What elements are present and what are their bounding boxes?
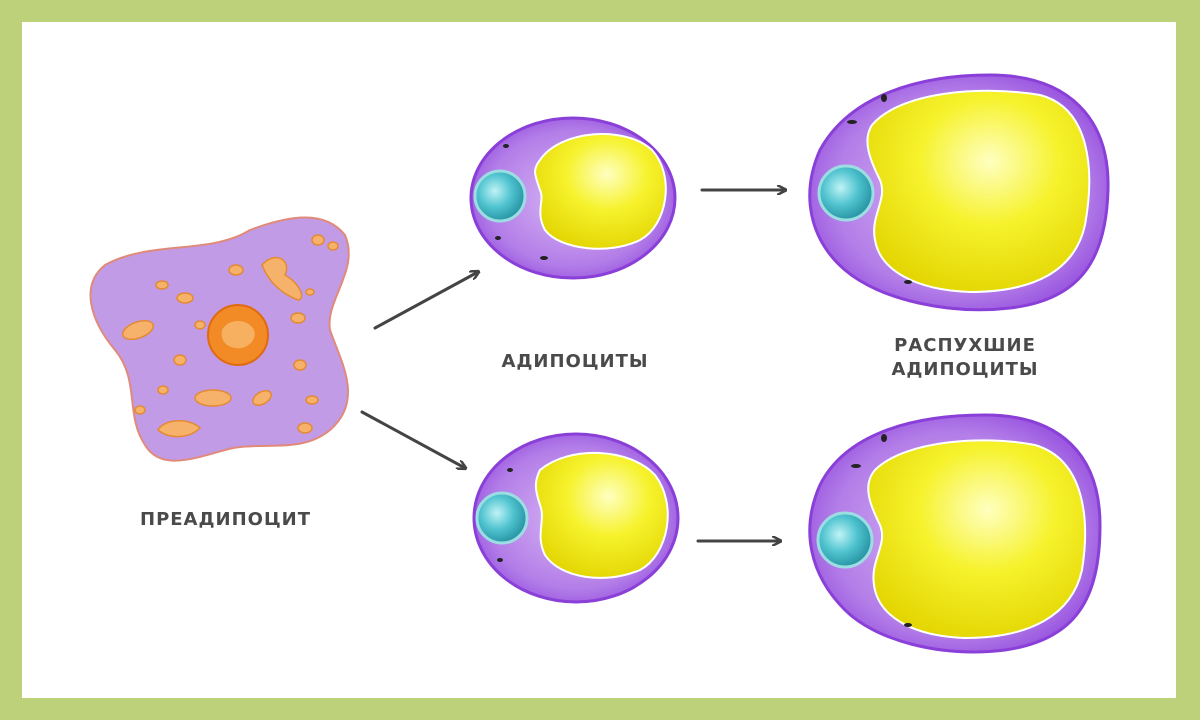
- organelles: [121, 234, 339, 438]
- nucleolus: [221, 321, 255, 349]
- swollen-adipocyte-top: [808, 73, 1110, 312]
- nucleus: [473, 169, 527, 223]
- preadipocyte-cell: [89, 216, 350, 462]
- arrows: [360, 190, 785, 541]
- adipocyte-top: [469, 116, 677, 280]
- swollen-adipocyte-bottom: [808, 413, 1102, 654]
- adipocytes-label: АДИПОЦИТЫ: [501, 351, 649, 372]
- nucleus: [816, 511, 874, 569]
- fat-droplet: [534, 452, 669, 579]
- nucleus: [817, 164, 875, 222]
- swollen-adipocytes-label-line2: АДИПОЦИТЫ: [891, 359, 1039, 380]
- arrow-to-adipocyte-top: [373, 272, 478, 330]
- fat-droplet: [866, 89, 1091, 294]
- adipocyte-bottom: [472, 432, 680, 604]
- fat-droplet: [534, 133, 667, 250]
- arrow-to-adipocyte-bottom: [360, 410, 465, 468]
- nucleus: [475, 491, 529, 545]
- preadipocyte-label: ПРЕАДИПОЦИТ: [140, 509, 311, 530]
- fat-droplet: [867, 439, 1087, 640]
- swollen-adipocytes-label-line1: РАСПУХШИЕ: [894, 335, 1036, 356]
